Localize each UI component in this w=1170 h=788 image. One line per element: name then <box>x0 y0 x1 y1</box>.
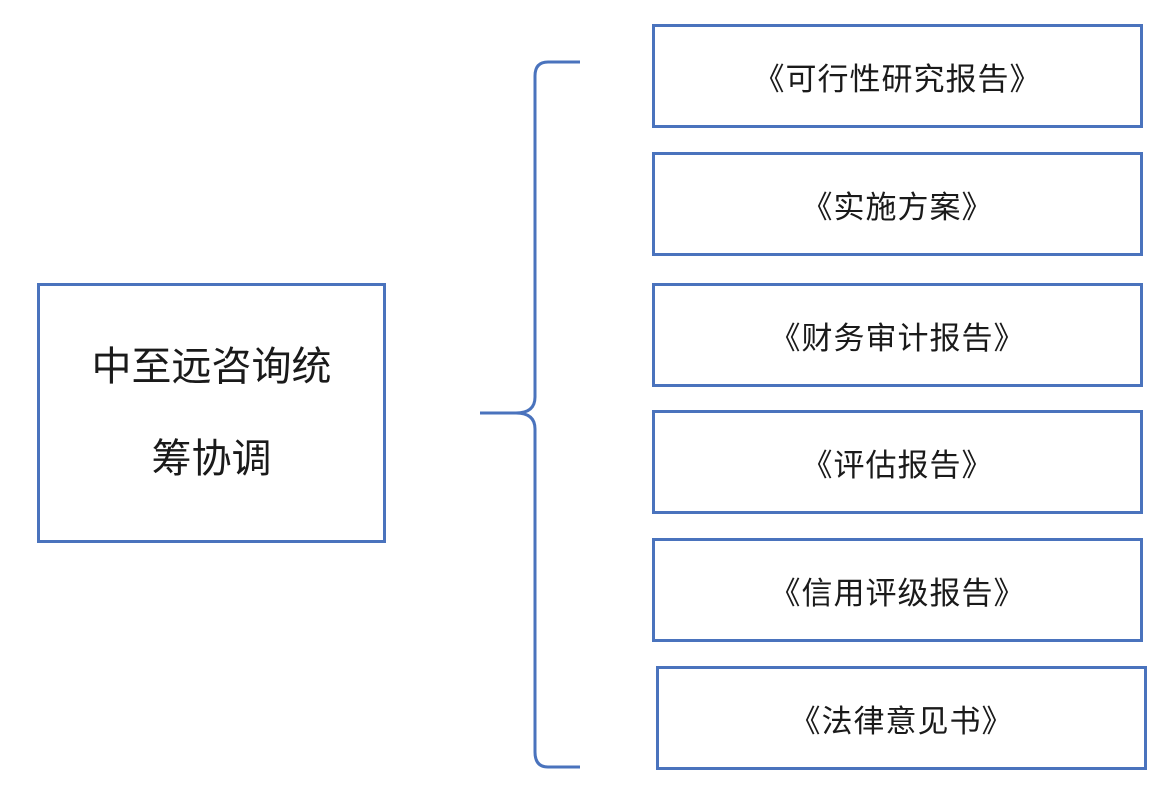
document-box-implementation-plan: 《实施方案》 <box>652 152 1143 256</box>
document-label: 《信用评级报告》 <box>769 575 1026 612</box>
document-box-legal-opinion: 《法律意见书》 <box>656 666 1147 770</box>
document-box-credit-rating-report: 《信用评级报告》 <box>652 538 1143 642</box>
document-box-assessment-report: 《评估报告》 <box>652 410 1143 514</box>
source-label-line2: 筹协调 <box>151 436 272 482</box>
document-label: 《实施方案》 <box>801 189 994 226</box>
document-label: 《财务审计报告》 <box>769 320 1026 357</box>
document-label: 《法律意见书》 <box>789 703 1014 740</box>
document-box-feasibility-report: 《可行性研究报告》 <box>652 24 1143 128</box>
document-label: 《评估报告》 <box>801 447 994 484</box>
document-label: 《可行性研究报告》 <box>753 61 1042 98</box>
source-box: 中至远咨询统 筹协调 <box>37 283 386 543</box>
brace-path <box>480 60 580 769</box>
document-box-financial-audit-report: 《财务审计报告》 <box>652 283 1143 387</box>
source-label-line1: 中至远咨询统 <box>91 344 332 390</box>
